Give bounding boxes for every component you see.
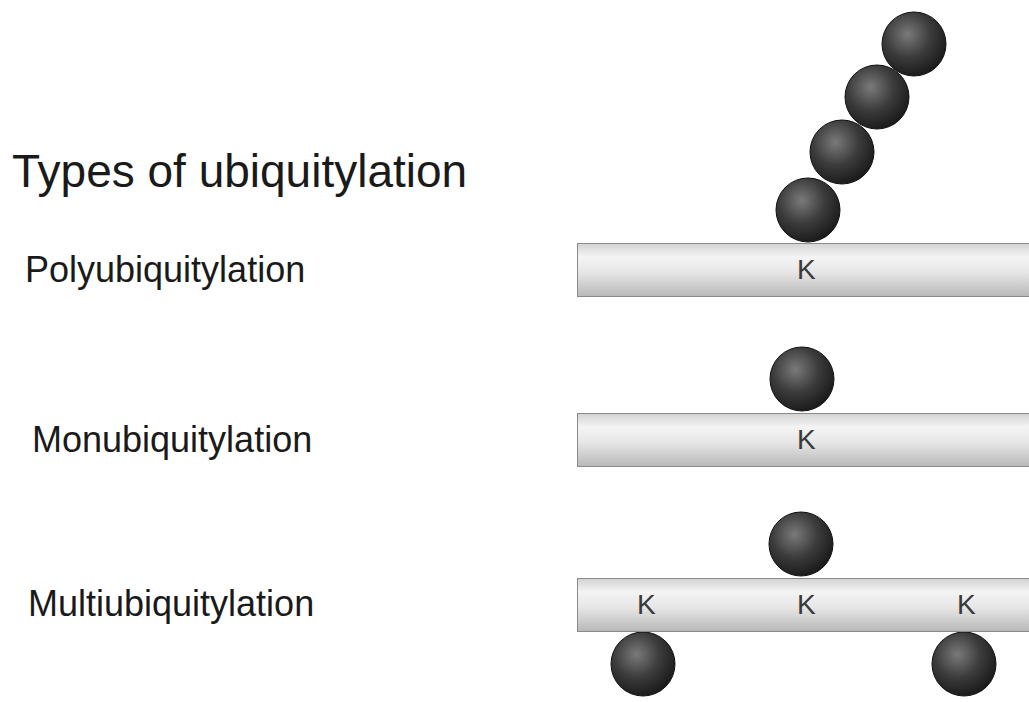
- ubiquitin-ball: [776, 178, 840, 242]
- row-label: Polyubiquitylation: [25, 252, 305, 288]
- row-label: Multiubiquitylation: [28, 586, 314, 622]
- protein-bar: K: [577, 243, 1029, 297]
- row-label: Monubiquitylation: [32, 422, 312, 458]
- diagram-title: Types of ubiquitylation: [12, 148, 467, 194]
- lysine-label: K: [637, 591, 656, 619]
- ubiquitin-ball: [932, 632, 996, 696]
- protein-bar: KKK: [577, 578, 1029, 632]
- ubiquitin-ball: [845, 65, 909, 129]
- ubiquitin-ball: [770, 347, 834, 411]
- ubiquitin-ball: [882, 12, 946, 76]
- ubiquitin-ball: [769, 512, 833, 576]
- lysine-label: K: [797, 426, 816, 454]
- ubiquitin-ball: [611, 632, 675, 696]
- lysine-label: K: [797, 256, 816, 284]
- lysine-label: K: [957, 591, 976, 619]
- protein-bar: K: [577, 413, 1029, 467]
- lysine-label: K: [797, 591, 816, 619]
- ubiquitin-ball: [810, 120, 874, 184]
